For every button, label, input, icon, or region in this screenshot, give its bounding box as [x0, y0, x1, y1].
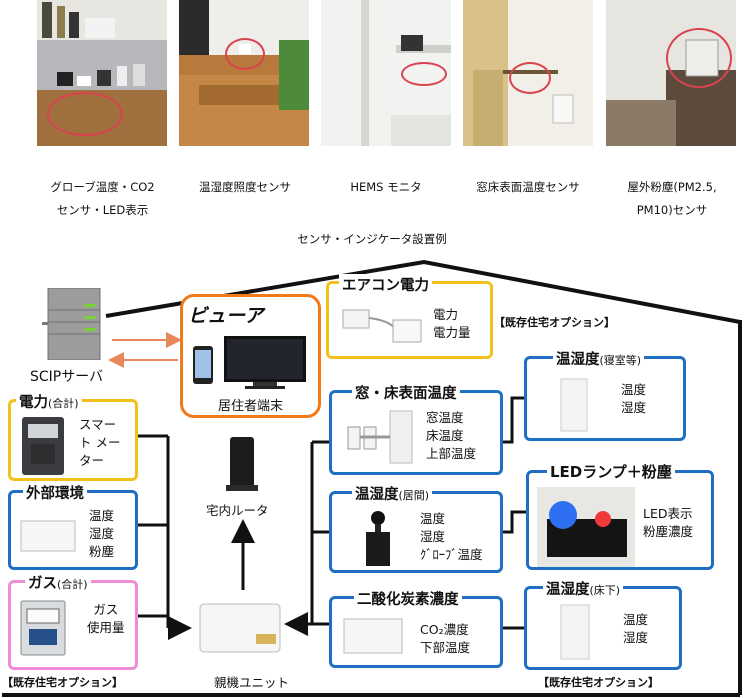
living-room-title: 温湿度: [355, 487, 399, 503]
smartphone-icon: [193, 346, 213, 384]
window-floor-title: 窓・床表面温度: [352, 382, 460, 403]
outdoor-box: 外部環境 温度湿度粉塵: [8, 482, 138, 570]
window-floor-lines: 窓温度床温度上部温度: [426, 410, 477, 461]
bedroom-title: 温湿度: [556, 352, 600, 368]
photo-globe-co2-sensor: [37, 0, 167, 146]
photo-temp-humidity-light-sensor: [179, 0, 309, 146]
parent-unit-label: 親機ユニット: [214, 675, 290, 690]
parent-unit-image: [199, 603, 281, 653]
co2-lines: CO₂濃度下部温度: [420, 622, 471, 655]
power-title: 電力: [19, 395, 48, 411]
tv-monitor-icon: [224, 336, 306, 389]
router-label: 宅内ルータ: [206, 503, 269, 518]
server-icon: [42, 287, 104, 361]
existing-option-note-top: 【既存住宅オプション】: [494, 316, 615, 329]
co2-sensor-image: [343, 618, 403, 654]
viewer-box: ビューア 居住者端末: [180, 294, 321, 418]
led-lamp-image: [537, 487, 635, 567]
gas-lines: ガス使用量: [87, 602, 125, 635]
bedroom-box: 温湿度(寝室等) 温度湿度: [524, 348, 686, 441]
smart-meter-image: [22, 417, 64, 475]
router-icon: [226, 437, 258, 491]
window-floor-box: 窓・床表面温度 窓温度床温度上部温度: [329, 382, 503, 475]
viewer-title: ビューア: [188, 305, 264, 327]
underfloor-box: 温湿度(床下) 温度湿度: [524, 578, 682, 670]
power-lines: スマート メーター: [79, 417, 121, 468]
gas-box: ガス(合計) ガス使用量: [8, 572, 138, 670]
gas-title: ガス: [28, 576, 57, 592]
photo-caption-outdoor-dust: 屋外粉塵(PM2.5,PM10)センサ: [627, 180, 717, 217]
aircon-box: エアコン電力 電力電力量: [326, 274, 493, 359]
aircon-title: エアコン電力: [339, 274, 432, 295]
server-label: SCIPサーバ: [30, 369, 104, 385]
existing-option-note-left: 【既存住宅オプション】: [2, 676, 123, 689]
window-floor-sensor-image: [347, 410, 413, 464]
photo-caption-hems: HEMS モニタ: [350, 180, 422, 194]
bedroom-lines: 温度湿度: [621, 382, 647, 415]
outdoor-title: 外部環境: [23, 482, 87, 503]
power-box: 電力(合計) スマート メーター: [8, 391, 138, 481]
led-dust-title: LEDランプ＋粉塵: [547, 461, 675, 482]
photo-caption-temp-humidity: 温湿度照度センサ: [199, 180, 291, 194]
existing-option-note-bottom: 【既存住宅オプション】: [538, 676, 659, 689]
aircon-lines: 電力電力量: [433, 307, 471, 340]
section-caption: センサ・インジケータ設置例: [297, 232, 447, 246]
outdoor-lines: 温度湿度粉塵: [89, 508, 115, 559]
photo-outdoor-dust-sensor: [606, 0, 736, 146]
led-dust-lines: LED表示粉塵濃度: [643, 506, 694, 539]
living-room-sensor-image: [366, 511, 390, 566]
photo-window-floor-sensor: [463, 0, 593, 146]
co2-title: 二酸化炭素濃度: [354, 588, 462, 609]
bedroom-sensor-image: [560, 378, 588, 432]
photo-hems-monitor: [321, 0, 451, 146]
underfloor-title: 温湿度: [546, 582, 590, 598]
co2-box: 二酸化炭素濃度 CO₂濃度下部温度: [329, 588, 503, 668]
underfloor-sensor-image: [560, 604, 590, 660]
gas-meter-image: [20, 600, 66, 656]
photo-caption-window-floor: 窓床表面温度センサ: [476, 180, 580, 194]
living-room-lines: 温度湿度ｸﾞﾛｰﾌﾞ温度: [420, 511, 483, 562]
viewer-label: 居住者端末: [217, 399, 283, 414]
outdoor-sensor-image: [20, 520, 76, 552]
living-room-box: 温湿度(居間) 温度湿度ｸﾞﾛｰﾌﾞ温度: [329, 483, 503, 573]
underfloor-lines: 温度湿度: [623, 612, 649, 645]
led-dust-box: LEDランプ＋粉塵 LED表示粉塵濃度: [526, 461, 714, 570]
aircon-meter-image: [342, 309, 422, 343]
